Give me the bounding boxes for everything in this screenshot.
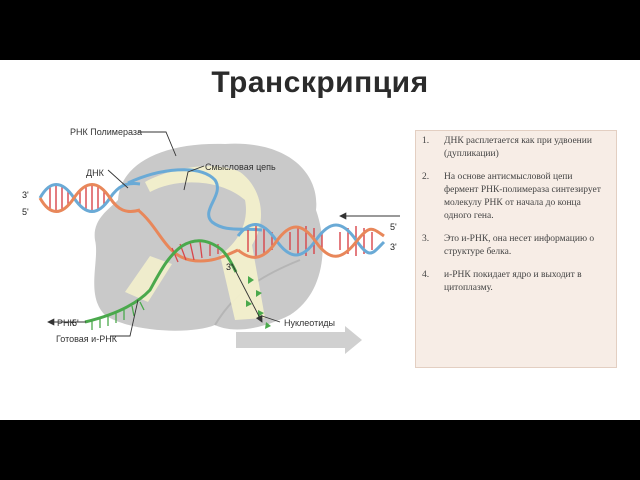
- rna-tail-end-label: 3': [226, 262, 233, 272]
- steps-panel: 1. ДНК расплетается как при удвоении (ду…: [415, 130, 617, 368]
- dna-sense-strand: [127, 168, 263, 232]
- nucleotides-label: Нуклеотиды: [284, 318, 335, 328]
- rna-label: РНК: [57, 318, 76, 328]
- transcription-channel: [145, 166, 265, 320]
- direction-arrow-gray: [236, 326, 362, 354]
- dna-right-rungs: [247, 226, 373, 256]
- dna-right-helix: [236, 223, 386, 259]
- dna-left-helix: [38, 182, 141, 213]
- sense-strand-label: Смысловая цепь: [205, 162, 276, 172]
- step-item: 3. Это и-РНК, она несет информацию о стр…: [422, 233, 608, 259]
- step-text: На основе антисмысловой цепи фермент РНК…: [444, 172, 601, 221]
- step-number: 4.: [422, 270, 430, 280]
- step-number: 1.: [422, 136, 430, 146]
- step-number: 3.: [422, 234, 430, 244]
- rna-start-end-label: 5': [72, 318, 79, 328]
- right-top-end-label: 5': [390, 222, 397, 232]
- step-text: Это и-РНК, она несет информацию о структ…: [444, 234, 595, 257]
- right-bottom-end-label: 3': [390, 242, 397, 252]
- ready-mrna-label: Готовая и-РНК: [56, 334, 118, 344]
- rna-strand: [84, 239, 238, 324]
- step-text: и-РНК покидает ядро и выходит в цитоплаз…: [444, 270, 582, 293]
- rna-bases: [91, 301, 145, 330]
- slide-title: Транскрипция: [211, 66, 429, 99]
- step-item: 2. На основе антисмысловой цепи фермент …: [422, 171, 608, 223]
- left-top-end-label: 3': [22, 190, 29, 200]
- step-text: ДНК расплетается как при удвоении (дупли…: [444, 136, 592, 159]
- transcription-diagram: РНК Полимераза ДНК Смысловая цепь РНК Го…: [22, 127, 400, 354]
- dna-template-strand: [137, 208, 239, 263]
- dna-left-rungs: [49, 184, 105, 212]
- dna-label: ДНК: [86, 168, 105, 178]
- left-bottom-end-label: 5': [22, 207, 29, 217]
- step-item: 1. ДНК расплетается как при удвоении (ду…: [422, 135, 608, 161]
- rna-exit-channel: [125, 256, 172, 302]
- step-item: 4. и-РНК покидает ядро и выходит в цитоп…: [422, 269, 608, 295]
- callout-lines: [47, 131, 400, 337]
- slide: Транскрипция: [0, 60, 640, 420]
- rna-polymerase-label: РНК Полимераза: [70, 127, 142, 137]
- step-number: 2.: [422, 172, 430, 182]
